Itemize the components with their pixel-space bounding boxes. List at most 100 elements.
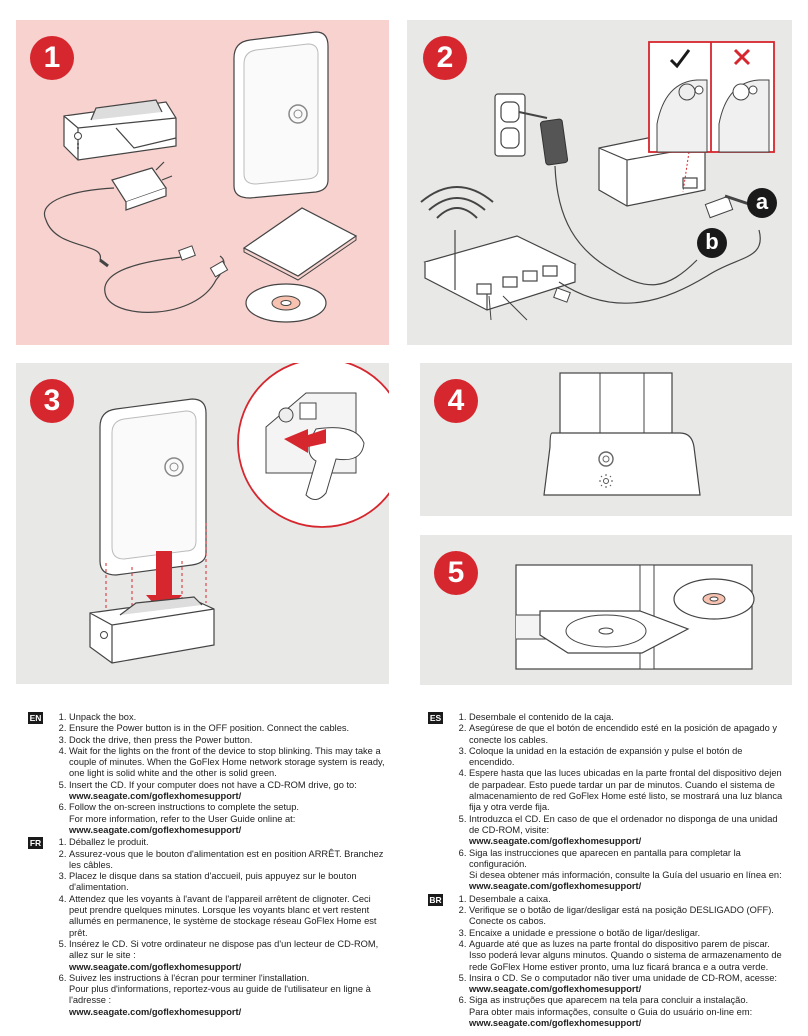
user-guide-drawing <box>242 207 358 277</box>
instruction-step: Introduzca el CD. En caso de que el orde… <box>469 814 788 848</box>
instruction-step: Siga las instrucciones que aparecen en p… <box>469 848 788 893</box>
finger-drawing <box>305 427 365 500</box>
instruction-text: Unpack the box. <box>69 712 137 722</box>
instruction-step: Ensure the Power button is in the OFF po… <box>69 723 390 734</box>
language-tag-en: EN <box>28 712 43 724</box>
support-url-link[interactable]: www.seagate.com/goflexhomesupport/ <box>469 881 642 892</box>
support-url-link[interactable]: www.seagate.com/goflexhomesupport/ <box>469 1018 642 1029</box>
instructions-right-column: ES Desembale el contenido de la caja.Ase… <box>428 712 788 1030</box>
instruction-step: Wait for the lights on the front of the … <box>69 746 390 780</box>
instruction-text: Insérez le CD. Si votre ordinateur ne di… <box>69 938 379 961</box>
router-drawing <box>423 230 577 311</box>
instruction-text: Insira o CD. Se o computador não tiver u… <box>469 972 777 983</box>
instruction-step: Desembale el contenido de la caja. <box>469 712 788 723</box>
dock-power-icon <box>74 132 82 140</box>
support-url-link[interactable]: www.seagate.com/goflexhomesupport/ <box>69 791 242 802</box>
instruction-text: Attendez que les voyants à l'avant de l'… <box>69 893 377 938</box>
instruction-step: Follow the on-screen instructions to com… <box>69 802 390 836</box>
instructions-fr: FR Déballez le produit.Assurez-vous que … <box>28 837 390 1018</box>
dock-drawing-3 <box>89 596 215 664</box>
callout-b: b <box>697 228 727 258</box>
instruction-step: Dock the drive, then press the Power but… <box>69 735 390 746</box>
instruction-step: Coloque la unidad en la estación de expa… <box>469 746 788 769</box>
checkmark-icon <box>669 49 691 69</box>
instruction-text: Introduzca el CD. En caso de que el orde… <box>469 813 778 835</box>
instruction-text: Coloque la unidad en la estación de expa… <box>469 745 743 768</box>
steps-list-fr: Déballez le produit.Assurez-vous que le … <box>49 837 390 1018</box>
wall-outlet-drawing <box>494 93 526 157</box>
support-url-link[interactable]: www.seagate.com/goflexhomesupport/ <box>469 836 642 847</box>
insert-cd-illustration <box>515 564 755 670</box>
cross-icon <box>733 48 751 66</box>
steps-list-es: Desembale el contenido de la caja.Asegúr… <box>449 712 788 893</box>
instruction-step: Suivez les instructions à l'écran pour t… <box>69 973 390 1018</box>
instruction-text: Placez le disque dans sa station d'accue… <box>69 871 357 893</box>
blinking-light-icon <box>599 474 613 488</box>
instruction-text: Insert the CD. If your computer does not… <box>69 779 357 790</box>
panel-step-4: 4 <box>420 363 792 516</box>
instruction-step: Insira o CD. Se o computador não tiver u… <box>469 973 788 996</box>
instruction-step: Insert the CD. If your computer does not… <box>69 780 390 803</box>
instruction-text: Verifique se o botão de ligar/desligar e… <box>469 905 774 927</box>
step-number-5: 5 <box>434 551 478 595</box>
support-url-link[interactable]: www.seagate.com/goflexhomesupport/ <box>69 824 242 835</box>
instruction-text: Ensure the Power button is in the OFF po… <box>69 723 350 734</box>
dock-drive-illustration <box>89 363 389 664</box>
panel-step-1: 1 <box>16 20 389 345</box>
instruction-step: Aguarde até que as luzes na parte fronta… <box>469 939 788 973</box>
instructions-br: BR Desembale a caixa.Verifique se o botã… <box>428 893 788 1030</box>
instruction-step: Attendez que les voyants à l'avant de l'… <box>69 894 390 939</box>
language-tag-fr: FR <box>28 837 43 850</box>
instructions-left-column: EN Unpack the box.Ensure the Power butto… <box>28 712 390 1019</box>
instruction-note: Si desea obtener más información, consul… <box>469 870 782 881</box>
drive-drawing <box>233 31 329 199</box>
instruction-note: Pour plus d'informations, reportez-vous … <box>69 984 371 1006</box>
panel-step-5: 5 <box>420 535 792 685</box>
panel-step-2: 2 a b <box>407 20 792 345</box>
instruction-step: Insérez le CD. Si votre ordinateur ne di… <box>69 939 390 973</box>
instruction-step: Espere hasta que las luces ubicadas en l… <box>469 768 788 813</box>
instruction-step: Desembale a caixa. <box>469 894 788 905</box>
instruction-text: Déballez le produit. <box>69 837 149 848</box>
support-url-link[interactable]: www.seagate.com/goflexhomesupport/ <box>69 961 242 972</box>
instruction-text: Aguarde até que as luzes na parte fronta… <box>469 938 782 972</box>
instruction-text: Desembale a caixa. <box>469 893 551 904</box>
support-url-link[interactable]: www.seagate.com/goflexhomesupport/ <box>469 984 642 995</box>
instruction-step: Asegúrese de que el botón de encendido e… <box>469 723 788 746</box>
instruction-step: Déballez le produit. <box>69 837 390 848</box>
panel-step-3: 3 <box>16 363 389 684</box>
instruction-text: Follow the on-screen instructions to com… <box>69 802 299 813</box>
unpack-box-illustration <box>43 31 358 323</box>
power-adapter-drawing <box>111 161 173 211</box>
instruction-step: Unpack the box. <box>69 712 390 723</box>
step-number-1: 1 <box>30 36 74 80</box>
instruction-text: Desembale el contenido de la caja. <box>469 712 614 722</box>
instruction-text: Suivez les instructions à l'écran pour t… <box>69 972 310 983</box>
instruction-text: Asegúrese de que el botón de encendido e… <box>469 723 778 745</box>
step-number-3: 3 <box>30 379 74 423</box>
connect-cables-illustration <box>420 41 775 321</box>
step-number-2: 2 <box>423 36 467 80</box>
instruction-note: For more information, refer to the User … <box>69 813 296 824</box>
instruction-note: Para obter mais informações, consulte o … <box>469 1006 753 1017</box>
instruction-step: Placez le disque dans sa station d'accue… <box>69 871 390 894</box>
status-lights-illustration <box>543 372 701 496</box>
instruction-text: Siga las instrucciones que aparecen en p… <box>469 847 741 869</box>
instruction-text: Wait for the lights on the front of the … <box>69 745 385 779</box>
drive-drawing-3 <box>99 398 207 576</box>
language-tag-es: ES <box>428 712 443 724</box>
instruction-text: Espere hasta que las luces ubicadas en l… <box>469 768 783 813</box>
adapter-drawing <box>539 118 569 166</box>
press-arrow-icon <box>284 429 326 453</box>
instructions-en: EN Unpack the box.Ensure the Power butto… <box>28 712 390 836</box>
instructions-es: ES Desembale el contenido de la caja.Ase… <box>428 712 788 893</box>
wifi-icon <box>420 186 494 219</box>
instruction-text: Siga as instruções que aparecem na tela … <box>469 995 749 1006</box>
instruction-text: Dock the drive, then press the Power but… <box>69 734 253 745</box>
support-url-link[interactable]: www.seagate.com/goflexhomesupport/ <box>69 1006 242 1017</box>
instruction-step: Siga as instruções que aparecem na tela … <box>469 995 788 1029</box>
instruction-step: Verifique se o botão de ligar/desligar e… <box>469 905 788 928</box>
dock-drawing <box>63 99 177 161</box>
instruction-step: Assurez-vous que le bouton d'alimentatio… <box>69 849 390 872</box>
callout-a: a <box>747 188 777 218</box>
